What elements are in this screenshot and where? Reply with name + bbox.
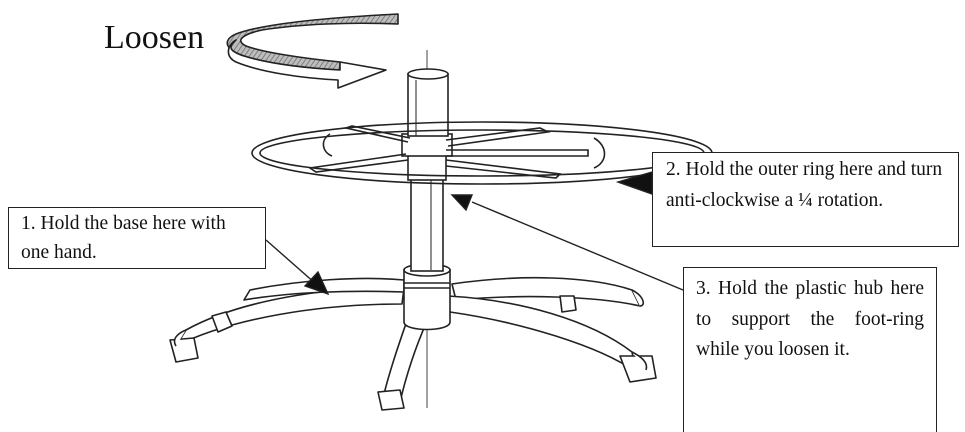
gas-column [401, 68, 453, 272]
foot-ring [251, 121, 713, 185]
callout-hold-base-text: 1. Hold the base here with one hand. [21, 213, 226, 263]
callout-hold-outer-ring: 2. Hold the outer ring here and turn ant… [652, 152, 959, 247]
callout-hold-base: 1. Hold the base here with one hand. [8, 207, 266, 269]
rotation-arrow-icon [226, 13, 399, 89]
loosen-label: Loosen [104, 19, 205, 56]
callout-hold-outer-ring-text: 2. Hold the outer ring here and turn ant… [666, 159, 943, 211]
callout-hold-plastic-hub-text: 3. Hold the plastic hub here to support … [696, 278, 924, 360]
base-hub [403, 263, 451, 331]
pointer-arrows [265, 171, 684, 296]
callout-hold-plastic-hub: 3. Hold the plastic hub here to support … [683, 267, 937, 432]
